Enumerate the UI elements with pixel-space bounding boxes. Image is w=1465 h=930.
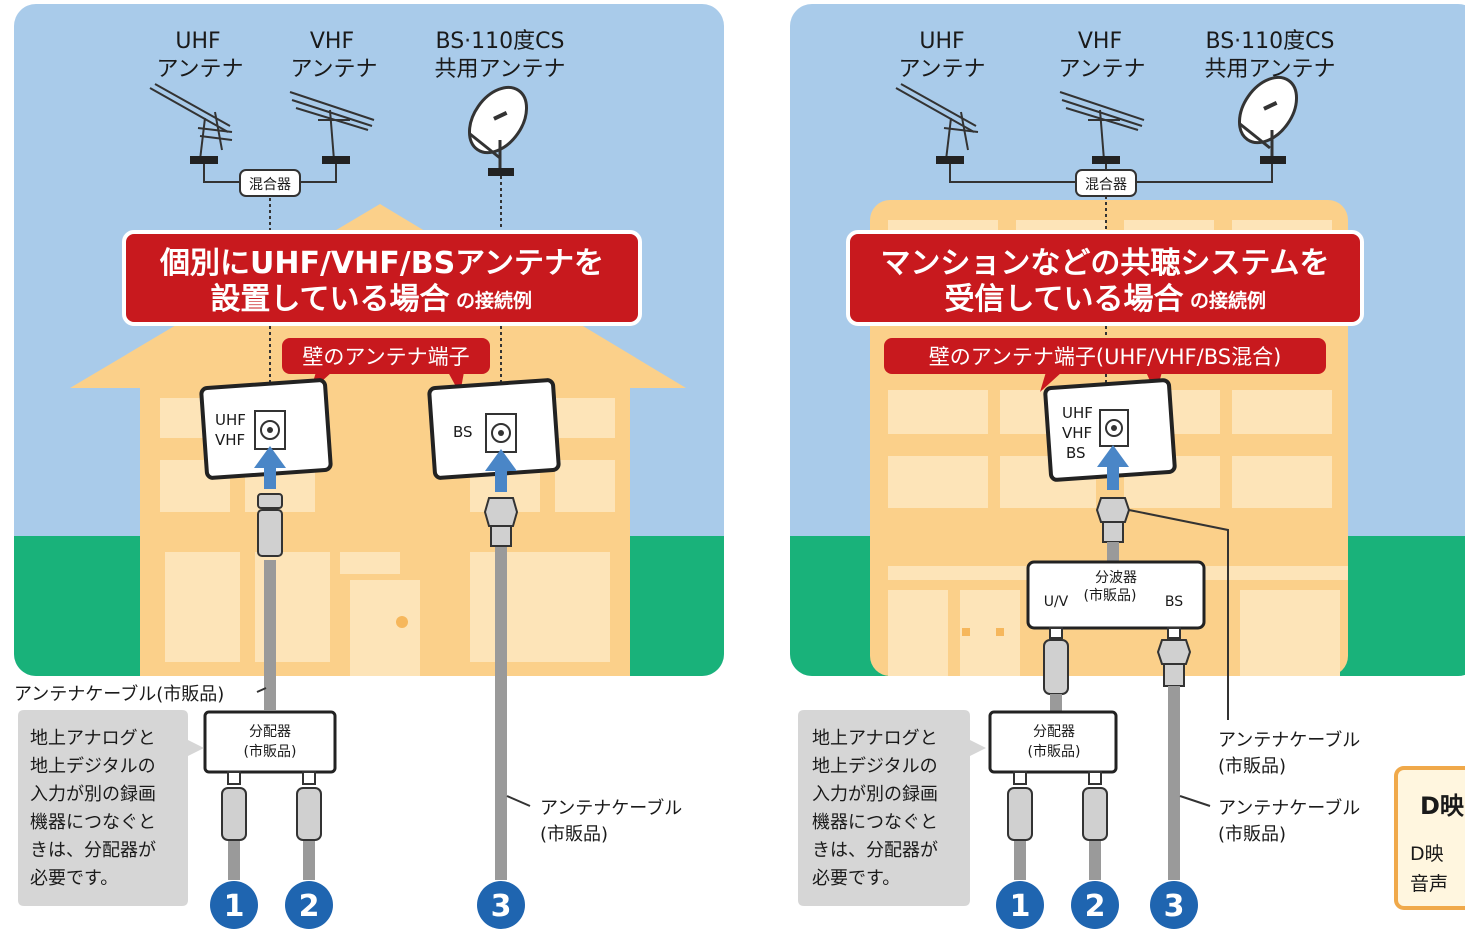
left-jack-bs-label: BS: [453, 423, 473, 441]
right-uhf-sub: アンテナ: [898, 57, 985, 82]
right-number-1: 1: [1010, 889, 1031, 924]
left-uhf-label: UHF: [175, 29, 220, 54]
right-vhf-label: VHF: [1078, 29, 1122, 54]
left-uhf-sub: アンテナ: [156, 57, 243, 82]
right-note-line: 地上デジタルの: [812, 756, 938, 777]
right-note-line: 地上アナログと: [812, 728, 938, 749]
right-vhf-antenna-icon: [1059, 91, 1145, 164]
right-cables: [1014, 497, 1229, 880]
left-title-line1: 個別にUHF/VHF/BSアンテナを: [159, 246, 604, 281]
right-wall-label: 壁のアンテナ端子(UHF/VHF/BS混合): [884, 338, 1326, 394]
left-splitter-label: 分配器: [249, 724, 291, 740]
right-vhf-sub: アンテナ: [1058, 57, 1145, 82]
right-number-2: 2: [1085, 889, 1106, 924]
right-arrow-up-icon: [1097, 445, 1129, 490]
right-jack-uhf: UHF: [1062, 404, 1093, 422]
left-note-line: 必要です。: [30, 868, 118, 889]
left-wall-label: 壁のアンテナ端子: [282, 338, 490, 394]
right-splitter: 分配器 (市販品): [988, 710, 1118, 841]
right-number-badges: 1 2 3: [996, 881, 1198, 929]
left-title-line2: 設置している場合: [210, 282, 449, 317]
left-bs-sub: 共用アンテナ: [434, 57, 565, 82]
dlink-callout: D映 D映 音声: [1394, 766, 1465, 910]
right-note-line: 機器につなぐと: [812, 812, 938, 833]
right-cable-b-label: アンテナケーブル: [1218, 797, 1360, 819]
left-note-line: 入力が別の録画: [30, 784, 156, 805]
left-cable3-label: アンテナケーブル: [540, 797, 682, 819]
right-separator-uv: U/V: [1044, 594, 1069, 610]
right-cable-a-sub: (市販品): [1218, 756, 1286, 777]
right-mixer-box: 混合器: [1075, 169, 1137, 197]
left-bs-label: BS·110度CS: [436, 29, 565, 54]
left-number-2: 2: [299, 889, 320, 924]
left-arrow-up-icon: [254, 446, 517, 492]
left-note-line: 機器につなぐと: [30, 812, 156, 833]
right-bs-sub: 共用アンテナ: [1204, 57, 1335, 82]
right-cable-b-sub: (市販品): [1218, 824, 1286, 845]
left-mixer-label: 混合器: [249, 177, 291, 193]
right-note-box: 地上アナログと 地上デジタルの 入力が別の録画 機器につなぐと きは、分配器が …: [798, 710, 986, 906]
left-bs-antenna-icon: [467, 85, 529, 176]
left-cable-label: アンテナケーブル(市販品): [14, 683, 224, 705]
left-cables: [228, 493, 519, 880]
right-separator-bs: BS: [1165, 594, 1183, 610]
right-cable-a-label: アンテナケーブル: [1218, 729, 1360, 751]
right-separator-sub: (市販品): [1084, 587, 1137, 604]
right-note-line: きは、分配器が: [812, 840, 938, 861]
right-note-line: 入力が別の録画: [812, 784, 938, 805]
right-splitter-sub: (市販品): [1028, 743, 1081, 760]
dlink-line1: D映: [1410, 843, 1444, 865]
right-title-line1: マンションなどの共聴システムを: [880, 246, 1329, 281]
right-panel: UHF アンテナ VHF アンテナ BS·110度CS 共用アンテナ 混合器 マ…: [790, 4, 1465, 929]
left-number-badges: 1 2 3: [210, 881, 525, 929]
right-uhf-antenna-icon: [895, 83, 979, 164]
left-mixer-box: 混合器: [239, 169, 301, 197]
right-note-line: 必要です。: [812, 868, 900, 889]
left-number-3: 3: [491, 889, 512, 924]
right-bs-antenna-icon: [1237, 75, 1299, 164]
left-panel: UHF アンテナ VHF アンテナ BS·110度CS 共用アンテナ 混合器 個…: [14, 4, 724, 929]
right-title-banner: マンションなどの共聴システムを 受信している場合 の接続例: [846, 230, 1364, 326]
left-jack-uhf: UHF: [215, 411, 246, 429]
left-note-line: 地上アナログと: [30, 728, 156, 749]
left-note-line: 地上デジタルの: [30, 756, 156, 777]
left-vhf-antenna-icon: [289, 91, 375, 164]
right-jack-bs: BS: [1066, 444, 1086, 462]
right-title-suffix: の接続例: [1190, 289, 1266, 312]
left-number-1: 1: [224, 889, 245, 924]
left-uhf-antenna-icon: [149, 83, 233, 164]
right-mixer-label: 混合器: [1085, 177, 1127, 193]
left-vhf-label: VHF: [310, 29, 354, 54]
dlink-line2: 音声: [1410, 873, 1448, 895]
left-note-line: きは、分配器が: [30, 840, 156, 861]
left-jack-vhf: VHF: [215, 431, 245, 449]
right-uhf-label: UHF: [919, 29, 964, 54]
right-number-3: 3: [1164, 889, 1185, 924]
left-note-box: 地上アナログと 地上デジタルの 入力が別の録画 機器につなぐと きは、分配器が …: [18, 710, 204, 906]
left-title-banner: 個別にUHF/VHF/BSアンテナを 設置している場合 の接続例: [122, 230, 642, 326]
left-cable3-sub: (市販品): [540, 824, 608, 845]
left-wall-label-text: 壁のアンテナ端子: [302, 345, 469, 369]
right-jack-vhf: VHF: [1062, 424, 1092, 442]
left-splitter-sub: (市販品): [244, 743, 297, 760]
left-vhf-sub: アンテナ: [290, 57, 377, 82]
left-splitter: 分配器 (市販品): [203, 710, 337, 841]
right-bs-label: BS·110度CS: [1206, 29, 1335, 54]
right-separator-label: 分波器: [1095, 570, 1137, 586]
right-wall-label-text: 壁のアンテナ端子(UHF/VHF/BS混合): [929, 345, 1282, 369]
dlink-title: D映: [1420, 792, 1465, 820]
right-title-line2: 受信している場合: [944, 282, 1183, 317]
left-title-suffix: の接続例: [456, 289, 532, 312]
right-splitter-label: 分配器: [1033, 724, 1075, 740]
